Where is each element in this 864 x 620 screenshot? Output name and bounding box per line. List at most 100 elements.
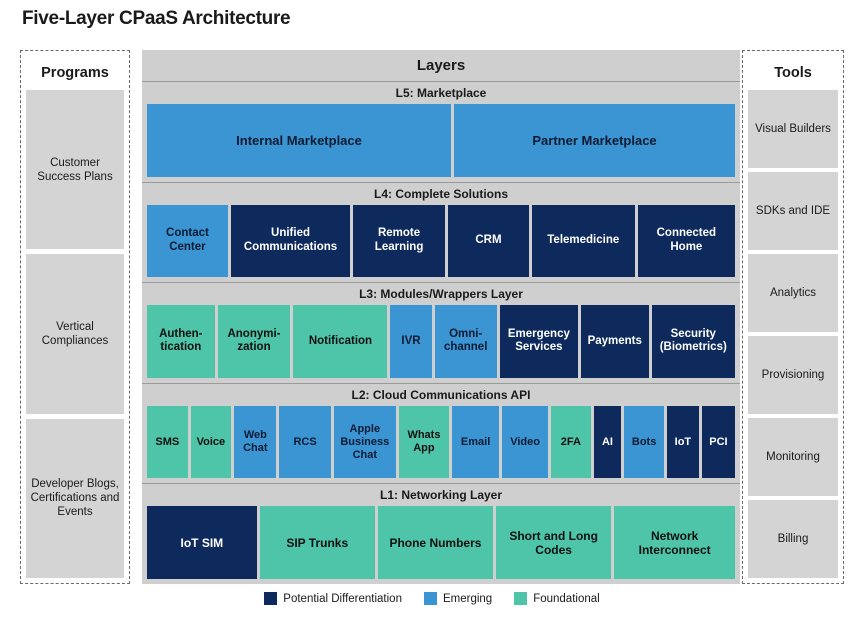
tool-item[interactable]: Visual Builders bbox=[748, 90, 838, 168]
tool-item-label: Monitoring bbox=[766, 450, 820, 463]
layer-cell[interactable]: Bots bbox=[624, 405, 664, 479]
layer-cell-label: Emergency Services bbox=[507, 327, 570, 354]
layer-block-l2: L2: Cloud Communications API SMS Voice Web … bbox=[142, 384, 740, 485]
program-item-label: Vertical Compliances bbox=[41, 320, 109, 347]
layer-cell[interactable]: Connected Home bbox=[637, 204, 735, 278]
tool-item[interactable]: Analytics bbox=[748, 254, 838, 332]
layer-cell-label: CRM bbox=[475, 234, 502, 247]
tool-item[interactable]: Billing bbox=[748, 500, 838, 578]
layer-cell-label: Apple Business Chat bbox=[340, 422, 390, 461]
layer-cell[interactable]: Remote Learning bbox=[353, 204, 445, 278]
layer-cell-label: Connected Home bbox=[656, 227, 717, 253]
layer-label-l4: L4: Complete Solutions bbox=[373, 186, 508, 201]
layer-cell[interactable]: Emergency Services bbox=[499, 305, 578, 378]
layer-cell-label: Short and Long Codes bbox=[509, 528, 598, 557]
layer-cell-label: Notification bbox=[308, 334, 373, 347]
layer-cell-label: Authen- tication bbox=[159, 327, 203, 354]
layer-cell[interactable]: Video bbox=[502, 405, 549, 479]
legend-label: Potential Differentiation bbox=[283, 592, 402, 605]
layer-cell-label: Telemedicine bbox=[547, 234, 620, 247]
layer-cell[interactable]: Payments bbox=[580, 305, 649, 378]
layer-cell-label: SMS bbox=[155, 435, 180, 448]
layer-cell-label: Anonymi- zation bbox=[227, 327, 281, 354]
program-item[interactable]: Developer Blogs, Certifications and Even… bbox=[26, 418, 124, 578]
layer-cell[interactable]: Partner Marketplace bbox=[454, 104, 735, 177]
tool-item[interactable]: Provisioning bbox=[748, 336, 838, 414]
program-item[interactable]: Vertical Compliances bbox=[26, 254, 124, 414]
program-item-label: Developer Blogs, Certifications and Even… bbox=[30, 478, 120, 519]
layer-cell[interactable]: Telemedicine bbox=[531, 204, 635, 278]
layer-cell[interactable]: 2FA bbox=[551, 405, 591, 479]
layer-cell[interactable]: PCI bbox=[701, 405, 735, 479]
layer-cell[interactable]: Email bbox=[452, 405, 500, 479]
program-item[interactable]: Customer Success Plans bbox=[26, 90, 124, 250]
layer-cell-label: Security (Biometrics) bbox=[659, 327, 727, 354]
layer-cell[interactable]: CRM bbox=[448, 204, 529, 278]
layer-cell[interactable]: Contact Center bbox=[147, 204, 228, 278]
layer-cell-label: SIP Trunks bbox=[286, 535, 349, 550]
layer-cell[interactable]: Notification bbox=[293, 305, 388, 378]
layer-cell-label: Whats App bbox=[407, 429, 441, 455]
tools-title: Tools bbox=[774, 65, 812, 81]
layer-cell-label: Contact Center bbox=[166, 227, 209, 253]
legend-label: Emerging bbox=[442, 592, 493, 605]
layer-cell[interactable]: Omni- channel bbox=[434, 305, 497, 378]
tool-item-label: Visual Builders bbox=[755, 122, 831, 135]
tool-item-label: Provisioning bbox=[761, 368, 825, 381]
layer-cell[interactable]: AI bbox=[593, 405, 622, 479]
tool-item-label: SDKs and IDE bbox=[755, 204, 831, 217]
layer-cell[interactable]: SIP Trunks bbox=[259, 506, 375, 579]
layer-cell-label: Network Interconnect bbox=[638, 528, 711, 557]
layer-cell[interactable]: Internal Marketplace bbox=[147, 104, 452, 177]
page-title: Five-Layer CPaaS Architecture bbox=[22, 8, 291, 29]
layer-cell-label: AI bbox=[601, 435, 613, 448]
layer-cell[interactable]: Security (Biometrics) bbox=[651, 305, 735, 378]
layer-row-l3: Authen- tication Anonymi- zation Notificat… bbox=[147, 305, 735, 378]
layer-cell[interactable]: SMS bbox=[147, 405, 188, 479]
layer-cell[interactable]: Apple Business Chat bbox=[333, 405, 396, 479]
layer-cell[interactable]: Network Interconnect bbox=[614, 506, 736, 579]
layer-cell[interactable]: Unified Communications bbox=[230, 204, 351, 278]
layer-label-l2: L2: Cloud Communications API bbox=[351, 387, 531, 402]
layer-cell-label: Bots bbox=[631, 435, 657, 448]
layer-cell-label: Unified Communications bbox=[243, 227, 338, 253]
layer-cell[interactable]: IVR bbox=[390, 305, 432, 378]
layer-cell[interactable]: Short and Long Codes bbox=[496, 506, 612, 579]
layer-cell[interactable]: IoT SIM bbox=[147, 506, 257, 579]
legend-item: Emerging bbox=[423, 592, 493, 605]
layer-cell-label: Partner Marketplace bbox=[532, 132, 657, 148]
layer-cell-label: IoT bbox=[674, 435, 692, 448]
layer-cell-label: IoT SIM bbox=[180, 535, 224, 550]
layer-cell[interactable]: Web Chat bbox=[234, 405, 277, 479]
legend-swatch-icon bbox=[264, 592, 278, 605]
layer-cell[interactable]: RCS bbox=[279, 405, 331, 479]
layer-cell[interactable]: Voice bbox=[190, 405, 232, 479]
tool-item[interactable]: SDKs and IDE bbox=[748, 172, 838, 250]
tool-item-label: Billing bbox=[777, 532, 809, 545]
layer-cell[interactable]: Phone Numbers bbox=[377, 506, 494, 579]
layers-header: Layers bbox=[142, 50, 740, 82]
layer-cell[interactable]: Authen- tication bbox=[147, 305, 215, 378]
layer-label-l3: L3: Modules/Wrappers Layer bbox=[359, 287, 523, 302]
layer-cell-label: Web Chat bbox=[243, 429, 268, 455]
layer-cell-label: Email bbox=[460, 435, 491, 448]
layer-cell[interactable]: IoT bbox=[666, 405, 699, 479]
layer-cell[interactable]: Whats App bbox=[398, 405, 450, 479]
layer-cell[interactable]: Anonymi- zation bbox=[217, 305, 291, 378]
legend-swatch-icon bbox=[423, 592, 437, 605]
layer-label-l1: L1: Networking Layer bbox=[379, 488, 503, 503]
tool-item[interactable]: Monitoring bbox=[748, 418, 838, 496]
layer-cell-label: Internal Marketplace bbox=[236, 132, 362, 148]
layer-label-l5: L5: Marketplace bbox=[395, 86, 487, 100]
